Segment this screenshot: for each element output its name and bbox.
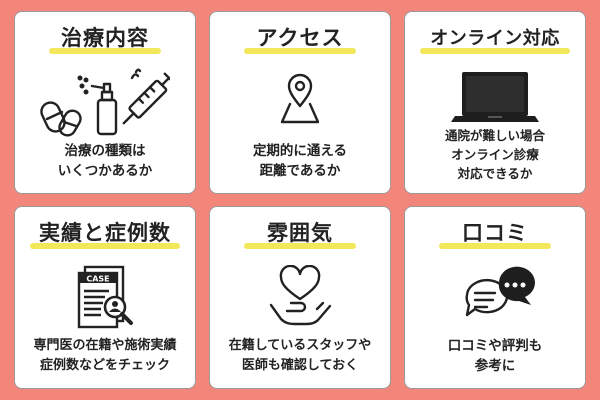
card-online: オンライン対応 通院が難しい場合 オンライン診療 対応できるか bbox=[404, 11, 586, 194]
title-highlight bbox=[30, 243, 180, 249]
map-pin-icon bbox=[280, 73, 320, 124]
card-title: 口コミ bbox=[462, 221, 528, 245]
title-highlight bbox=[244, 243, 356, 249]
case-label: CASE bbox=[86, 275, 109, 284]
card-atmosphere: 雰囲気 在籍しているスタッフや 医師も確認しておく bbox=[209, 206, 391, 389]
laptop-icon bbox=[451, 72, 539, 122]
card-title: アクセス bbox=[256, 26, 344, 50]
card-access: アクセス 定期的に通える 距離であるか bbox=[209, 11, 391, 194]
card-treatment: 治療内容 治療の種類は いくつかあるか bbox=[14, 11, 196, 194]
title-highlight bbox=[244, 48, 356, 54]
card-description: 口コミや評判も 参考に bbox=[447, 338, 543, 374]
heart-hand-icon bbox=[269, 265, 332, 326]
card-title: オンライン対応 bbox=[430, 28, 560, 49]
card-reviews: 口コミ 口コミや評判も 参考に bbox=[404, 206, 586, 389]
card-title: 治療内容 bbox=[61, 26, 149, 50]
card-description: 通院が難しい場合 オンライン診療 対応できるか bbox=[444, 128, 545, 181]
case-file-icon: CASE bbox=[77, 265, 133, 329]
card-description: 専門医の在籍や施術実績 症例数などをチェック bbox=[33, 338, 177, 373]
title-highlight bbox=[420, 48, 570, 54]
medicine-icon bbox=[40, 68, 170, 137]
card-title: 実績と症例数 bbox=[39, 221, 171, 245]
card-title: 雰囲気 bbox=[267, 221, 333, 245]
title-highlight bbox=[49, 48, 161, 54]
title-highlight bbox=[439, 243, 551, 249]
card-description: 治療の種類は いくつかあるか bbox=[57, 143, 153, 179]
speech-bubbles-icon bbox=[465, 266, 535, 317]
card-description: 在籍しているスタッフや 医師も確認しておく bbox=[228, 338, 372, 373]
card-description: 定期的に通える 距離であるか bbox=[252, 143, 348, 179]
card-track-record: 実績と症例数 CASE 専門医の在籍や施術実績 症例数などをチェック bbox=[14, 206, 196, 389]
